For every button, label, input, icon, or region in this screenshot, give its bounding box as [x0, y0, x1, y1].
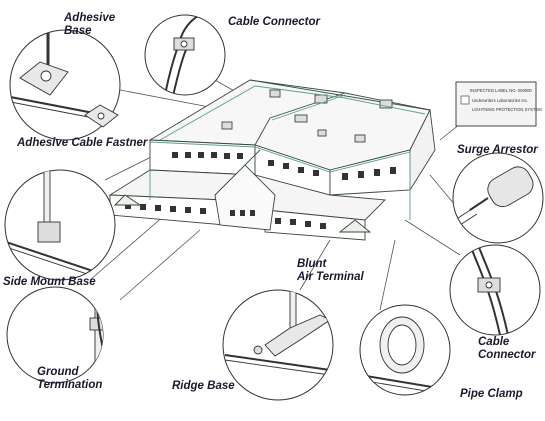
- label-ridge-base: Ridge Base: [172, 380, 235, 392]
- label-ground-line2: Termination: [37, 379, 103, 391]
- plate-line-1: INSPECTED LABEL NO. 000000: [470, 88, 532, 93]
- label-pipe-clamp: Pipe Clamp: [460, 388, 523, 400]
- label-cable-right-line2: Connector: [478, 349, 536, 361]
- label-adhesive-cable-fastener: Adhesive Cable Fastner: [17, 137, 148, 149]
- label-surge-arrestor: Surge Arrestor: [457, 144, 538, 156]
- label-blunt-line2: Air Terminal: [297, 271, 364, 283]
- surge-arrestor-icon: [452, 152, 544, 244]
- label-blunt-line1: Blunt: [297, 258, 327, 270]
- label-cable-connector-top: Cable Connector: [228, 16, 321, 28]
- cable-connector-icon: [449, 244, 541, 336]
- plate-line-3: LIGHTNING PROTECTION SYSTEM: [472, 107, 542, 112]
- label-adhesive-base-line2: Base: [64, 25, 92, 37]
- label-cable-connector-right: Cable Connector: [478, 336, 536, 362]
- label-side-mount-base: Side Mount Base: [3, 276, 96, 288]
- label-adhesive-base: Adhesive Base: [64, 12, 115, 38]
- blunt-air-terminal-icon: [222, 289, 334, 401]
- label-adhesive-base-line1: Adhesive: [64, 12, 116, 24]
- pipe-clamp-icon: [359, 304, 451, 396]
- building-icon: [108, 79, 436, 241]
- side-mount-base-icon: [4, 169, 116, 281]
- label-ground-termination: Ground Termination: [37, 366, 102, 392]
- label-cable-right-line1: Cable: [478, 336, 510, 348]
- cable-connector-icon: [144, 14, 226, 96]
- plate-line-2: Underwriters Laboratories Inc.: [472, 98, 529, 103]
- ridge-base-icon: [253, 345, 263, 355]
- adhesive-cable-fastener-icon: [84, 104, 119, 128]
- label-ground-line1: Ground: [37, 366, 79, 378]
- label-blunt-air-terminal: Blunt Air Terminal: [297, 258, 364, 284]
- inspection-label-icon: [455, 81, 537, 127]
